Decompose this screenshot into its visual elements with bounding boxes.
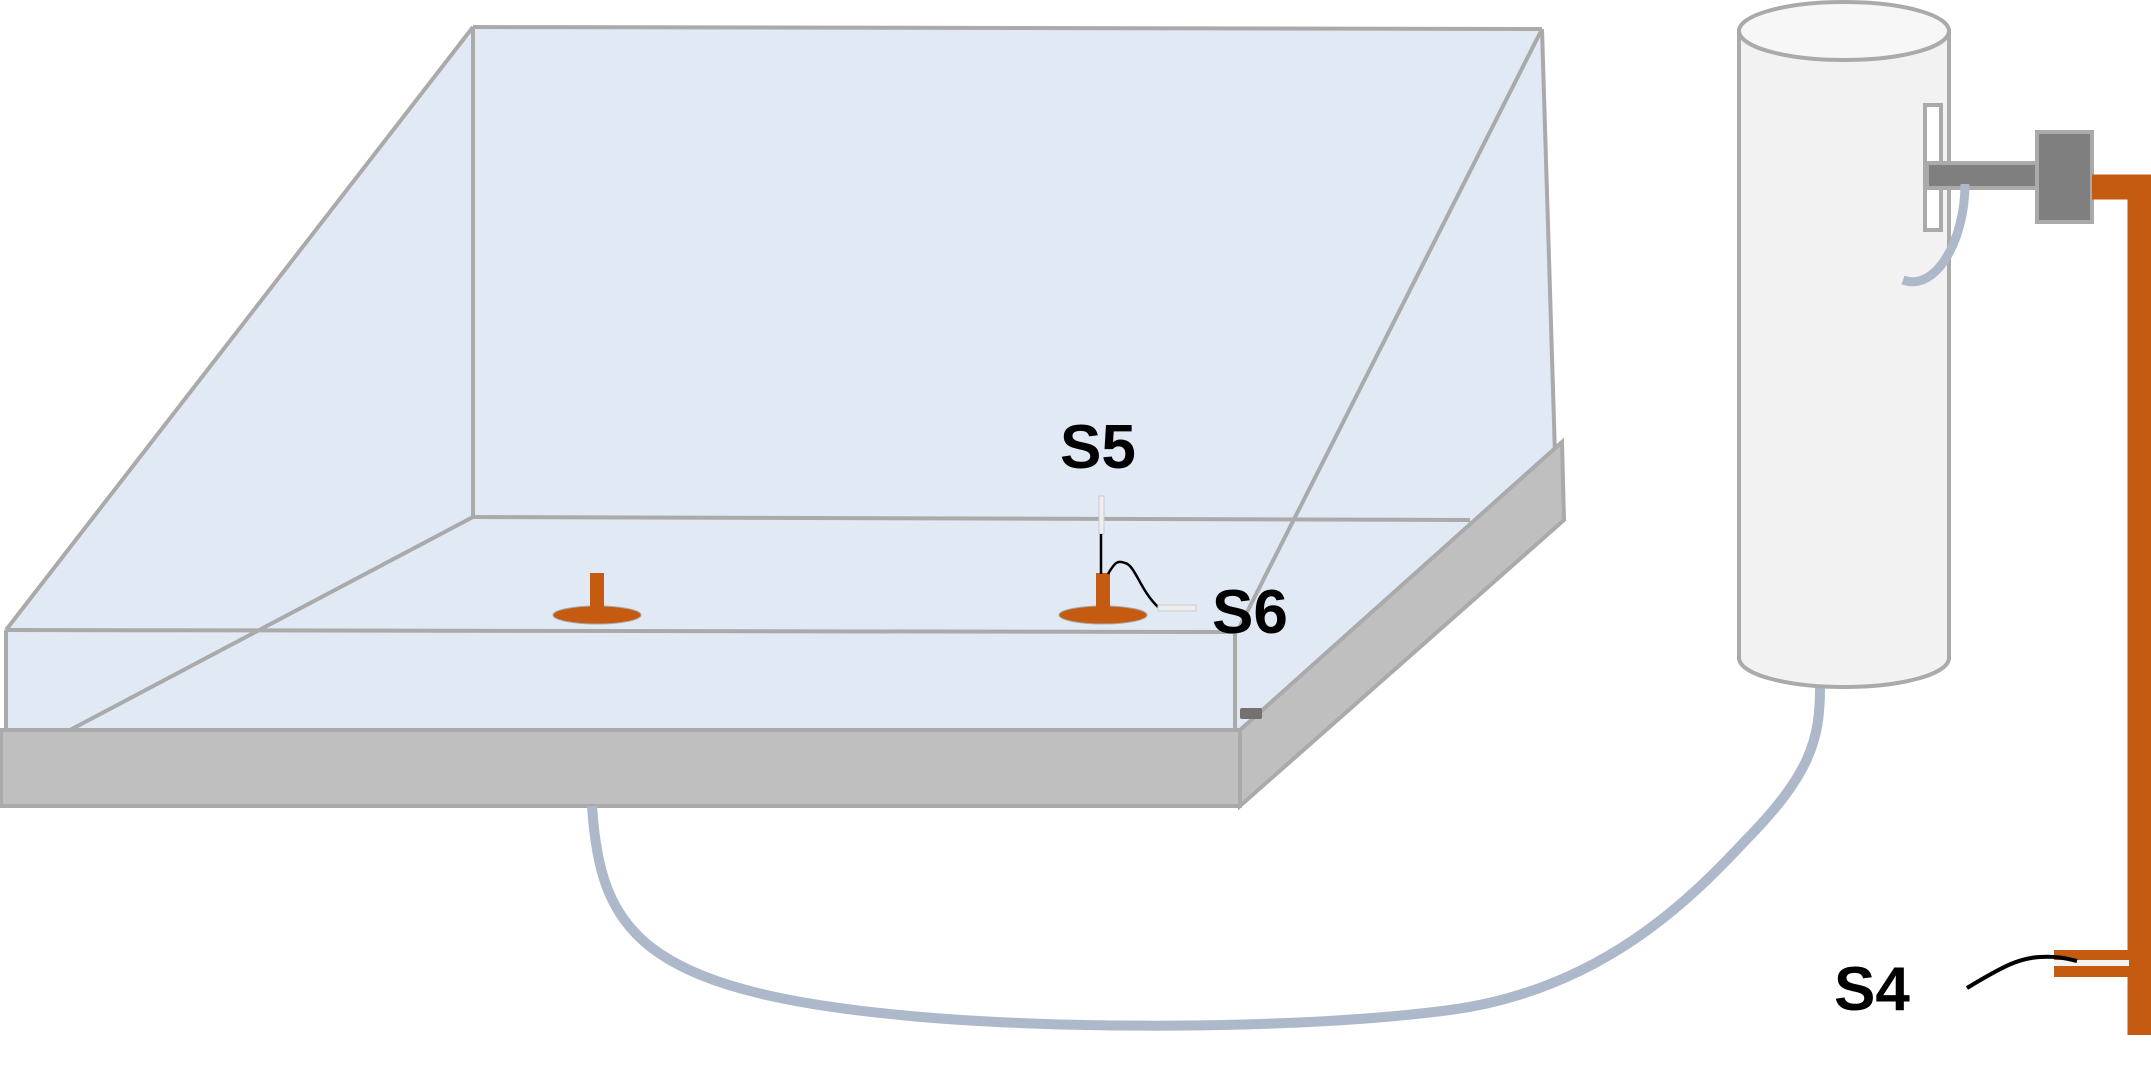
label-s5: S5 [1060,413,1136,482]
pump-hose [1901,183,1970,287]
outflow-pipe [2092,174,2151,1035]
tank-glass [6,27,1555,730]
tank-base-front [0,728,1242,808]
tank-outline [4,25,1557,732]
probe-s5 [1098,495,1105,535]
reservoir [1737,0,1951,689]
label-s6: S6 [1212,578,1288,647]
pump-box [2035,130,2094,224]
probe-s6 [1157,604,1197,612]
s4-wire [1965,954,2078,990]
label-s4: S4 [1834,955,1910,1024]
sensor-right [1058,495,1197,625]
pump-shaft [1925,161,2039,190]
sensor-left [552,573,642,625]
tube [587,687,1825,1031]
tank-base-side [1238,437,1567,811]
outlet-connector [1240,708,1262,719]
